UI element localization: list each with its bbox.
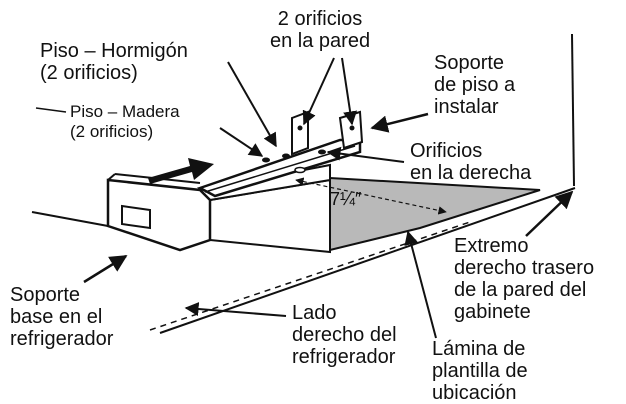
cabinet-back-line <box>159 187 576 334</box>
label-line: refrigerador <box>292 346 396 368</box>
label-extremo-derecho: Extremo derecho trasero de la pared del … <box>454 235 594 323</box>
floor-hole-3 <box>318 149 326 155</box>
leader-pared-left <box>302 57 335 126</box>
leader-soporte-base <box>83 254 128 284</box>
label-piso-hormigon: Piso – Hormigón (2 orificios) <box>40 40 188 84</box>
label-line: Lámina de <box>432 338 526 360</box>
label-line: gabinete <box>454 301 531 323</box>
refrigerator-side-dashed-line <box>149 221 471 331</box>
label-line: (2 orificios) <box>40 62 138 84</box>
wall-hole-left <box>297 125 303 131</box>
label-line: Extremo <box>454 235 529 257</box>
leader-orificios-derecha <box>326 146 405 163</box>
label-line: instalar <box>434 96 499 118</box>
floor-hole-4 <box>294 166 306 174</box>
label-line: derecho del <box>292 324 397 346</box>
label-lado-derecho: Lado derecho del refrigerador <box>292 302 397 368</box>
label-line: en la pared <box>270 30 371 52</box>
label-line: 2 orificios <box>277 8 363 30</box>
leader-soporte-piso <box>370 112 429 133</box>
label-line: derecho trasero <box>454 257 595 279</box>
leader-piso-hormigon <box>227 61 277 148</box>
label-line: ubicación <box>432 382 517 404</box>
label-line: Piso – Hormigón <box>40 40 188 62</box>
label-line: de la pared del <box>454 279 587 301</box>
label-line: en la derecha <box>410 162 532 184</box>
label-orificios-derecha: Orificios en la derecha <box>410 140 531 184</box>
label-line: Soporte <box>10 284 81 306</box>
dimension-line <box>295 177 447 215</box>
label-soporte-base: Soporte base en el refrigerador <box>10 284 113 350</box>
label-soporte-piso: Soporte de piso a instalar <box>434 52 515 118</box>
label-line: Soporte <box>434 52 505 74</box>
base-bracket-fold <box>107 173 116 181</box>
label-line: refrigerador <box>10 328 114 350</box>
label-line: Piso – Madera <box>70 102 180 121</box>
push-direction-arrow <box>148 158 214 184</box>
label-line: (2 orificios) <box>70 122 154 141</box>
label-lamina-plantilla: Lámina de plantilla de ubicación <box>432 338 528 404</box>
label-line: base en el <box>10 306 103 328</box>
label-line: Orificios <box>410 140 483 162</box>
leader-lamina <box>404 230 437 339</box>
floor-hole-1 <box>262 157 270 163</box>
label-medida: 7¼″ <box>330 189 362 209</box>
floor-line <box>31 211 109 227</box>
label-orificios-pared: 2 orificios en la pared <box>270 8 370 52</box>
leader-piso-madera <box>219 127 264 157</box>
cabinet-wall-edge <box>571 33 575 187</box>
floor-hole-2 <box>282 153 290 159</box>
base-bracket <box>106 178 212 252</box>
leader-piso-madera-tick <box>35 107 67 113</box>
label-line: plantilla de <box>432 360 528 382</box>
label-line: Lado <box>292 302 337 324</box>
wall-hole-right <box>349 125 355 131</box>
leader-lado <box>184 302 287 317</box>
base-bracket-slot <box>121 204 151 230</box>
label-piso-madera: Piso – Madera (2 orificios) <box>70 102 180 142</box>
leader-extremo <box>525 190 574 237</box>
label-line: de piso a <box>434 74 516 96</box>
leader-pared-right <box>341 57 358 126</box>
